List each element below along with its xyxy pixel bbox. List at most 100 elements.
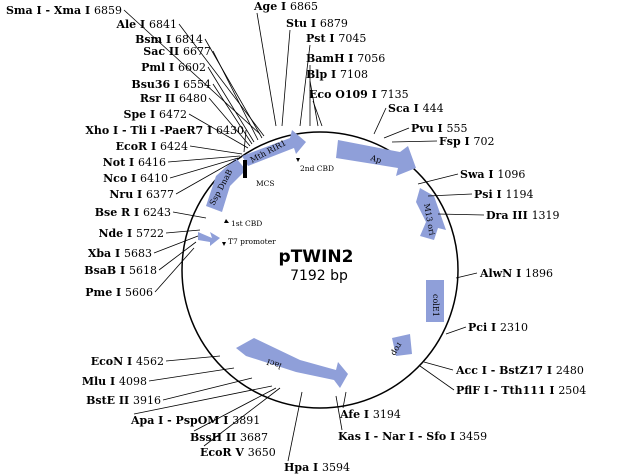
site-leader-line [383,127,410,139]
site-position: 1194 [505,188,533,201]
site-position: 7056 [357,52,385,65]
site-position: 5606 [125,286,153,299]
site-position: 6602 [178,61,206,74]
site-position: 6677 [183,45,211,58]
site-position: 6865 [290,0,318,13]
site-enzyme-name: Not I [103,156,138,169]
site-leader-line [165,229,201,234]
mcs-label: MCS [256,179,275,188]
restriction-site-label: Eco O109 I 7135 [309,88,409,101]
restriction-site-label: Hpa I 3594 [284,461,350,474]
site-leader-line [417,173,459,185]
restriction-site-label: Nde I 5722 [98,227,164,240]
site-enzyme-name: EcoR I [116,140,160,153]
site-leader-line [203,387,281,447]
site-leader-line [437,213,485,216]
1st-cbd-label: 1st CBD [231,219,262,228]
site-position: 2480 [556,364,584,377]
restriction-site-label: Sma I - Xma I 6859 [6,4,122,17]
restriction-site-label: Bsm I 6814 [135,33,203,46]
site-leader-line [148,367,235,382]
restriction-site-label: Pst I 7045 [306,32,366,45]
mcs-marker [243,160,247,178]
site-leader-line [165,355,221,362]
site-enzyme-name: BstE II [86,394,133,407]
site-position: 7045 [338,32,366,45]
cole1-label: colE1 [431,294,440,317]
site-position: 3687 [240,431,268,444]
mth-rir1-arrow [242,130,306,166]
restriction-site-label: EcoR I 6424 [116,140,188,153]
site-position: 6480 [179,92,207,105]
site-enzyme-name: Age I [253,0,290,13]
restriction-site-label: Psi I 1194 [474,188,533,201]
plasmid-backbone [181,131,459,409]
ssp-dnab-arrow [206,158,246,212]
site-leader-line [208,97,251,147]
site-enzyme-name: Dra III [486,209,532,222]
restriction-site-label: Pme I 5606 [85,286,153,299]
site-position: 555 [446,122,467,135]
site-position: 3594 [322,461,350,474]
site-leader-line [158,241,197,271]
site-position: 5618 [129,264,157,277]
site-leader-line [204,38,263,139]
restriction-site-label: BsaB I 5618 [84,264,157,277]
site-enzyme-name: Pst I [306,32,338,45]
ap-label: Ap [368,153,382,165]
site-leader-line [256,12,277,127]
site-position: 6879 [320,17,348,30]
site-position: 702 [474,135,495,148]
site-leader-line [189,145,243,155]
site-leader-line [373,107,387,135]
site-enzyme-name: Sca I [388,102,423,115]
site-enzyme-name: Kas I - Nar I - Sfo I [338,430,459,443]
site-enzyme-name: Spe I [124,108,159,121]
restriction-site-label: BstE II 3916 [86,394,161,407]
site-leader-line [172,211,207,219]
site-leader-line [423,361,454,371]
restriction-site-label: EcoN I 4562 [91,355,164,368]
site-leader-line [445,326,467,335]
site-position: 1096 [497,168,525,181]
site-position: 6859 [94,4,122,17]
restriction-site-label: Blp I 7108 [306,68,368,81]
site-position: 3194 [373,408,401,421]
site-enzyme-name: Bsm I [135,33,175,46]
site-position: 1896 [525,267,553,280]
restriction-site-label: EcoR V 3650 [200,446,276,459]
site-enzyme-name: Pvu I [411,122,446,135]
site-leader-line [169,157,239,179]
1st-cbd-marker [224,219,229,223]
restriction-site-label: Xho I - Tli I -PaeR7 I 6430 [85,124,244,137]
2nd-cbd-label: 2nd CBD [300,164,334,173]
restriction-site-label: Age I 6865 [253,0,318,13]
site-position: 6554 [183,78,211,91]
cole1-arrow [426,280,444,322]
site-enzyme-name: Mlu I [82,375,119,388]
laci-arrow [236,338,348,388]
site-leader-line [312,100,323,127]
site-position: 7108 [340,68,368,81]
site-enzyme-name: Fsp I [439,135,474,148]
site-enzyme-name: Acc I - BstZ17 I [455,364,556,377]
site-enzyme-name: Blp I [306,68,340,81]
restriction-site-label: AlwN I 1896 [479,267,553,280]
site-position: 7135 [381,88,409,101]
feature-arrows [198,130,446,388]
site-enzyme-name: BsaB I [84,264,129,277]
site-enzyme-name: Hpa I [284,461,322,474]
site-position: 6243 [143,206,171,219]
site-enzyme-name: EcoR V [200,446,248,459]
site-enzyme-name: Stu I [286,17,320,30]
restriction-site-label: BssH II 3687 [190,431,268,444]
restriction-site-label: Bsu36 I 6554 [131,78,211,91]
site-enzyme-name: BamH I [306,52,357,65]
site-position: 4098 [119,375,147,388]
restriction-site-label: PflF I - Tth111 I 2504 [456,384,586,397]
site-enzyme-name: PflF I - Tth111 I [456,384,558,397]
site-leader-line [193,387,277,432]
restriction-site-label: Stu I 6879 [286,17,348,30]
site-position: 6814 [175,33,203,46]
